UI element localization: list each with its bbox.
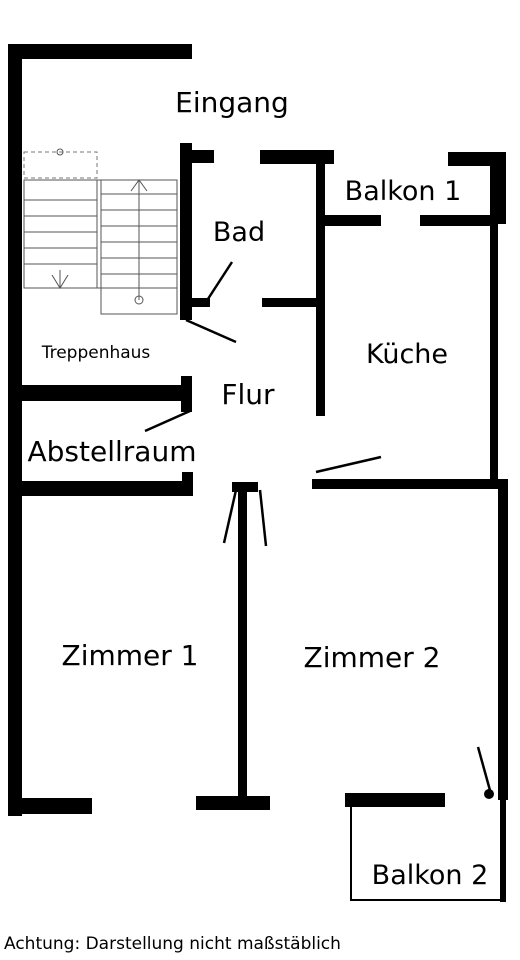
wall-bottom-middle [196, 796, 270, 810]
wall-treppenhaus-bottom [8, 385, 192, 401]
wall-bad-bottom-left [192, 298, 210, 307]
walls [8, 44, 508, 902]
wall-bad-top-right [260, 150, 334, 164]
wall-kueche-bottom [312, 479, 502, 489]
door-zimmer1 [222, 489, 238, 544]
balkon2-border [350, 806, 505, 901]
wall-top-left [8, 44, 192, 59]
wall-zimmer-divider [238, 484, 247, 802]
balkon2-outline [350, 806, 505, 901]
door-balkon2-hinge [484, 789, 494, 799]
door-abstellraum [144, 409, 191, 433]
label-balkon2: Balkon 2 [372, 860, 489, 891]
wall-right-balkon2 [500, 800, 506, 902]
wall-kueche-top-right [420, 215, 496, 226]
wall-zimmer-divider-cap [232, 482, 258, 492]
wall-balkon1-right [490, 152, 506, 224]
wall-bad-right [316, 150, 325, 416]
door-eingang [185, 318, 237, 344]
wall-bad-top-left [180, 150, 214, 163]
label-zimmer2: Zimmer 2 [304, 641, 441, 674]
label-balkon1: Balkon 1 [345, 176, 462, 207]
stair-arrow-right [130, 179, 148, 300]
wall-abstellraum-stub [182, 472, 193, 496]
stair-landing-top [23, 151, 98, 179]
doors [144, 261, 494, 799]
stair-arrow-left [51, 270, 69, 289]
wall-bad-bottom-right [262, 298, 320, 307]
door-kueche [315, 455, 382, 474]
wall-kueche-top-left [325, 215, 381, 226]
door-zimmer2 [258, 489, 268, 547]
wall-bad-left [180, 143, 192, 320]
wall-treppenhaus-stub [181, 376, 192, 412]
wall-bottom-right [345, 793, 445, 807]
wall-abstellraum-bottom [8, 481, 193, 496]
wall-kueche-right [490, 215, 498, 485]
room-labels: Eingang Balkon 1 Bad Küche Treppenhaus F… [28, 86, 489, 891]
label-treppenhaus: Treppenhaus [41, 343, 151, 363]
scale-note: Achtung: Darstellung nicht maßstäblich [4, 934, 341, 954]
wall-balkon1-left [316, 150, 325, 226]
wall-left [8, 44, 22, 816]
door-bad [204, 261, 234, 303]
label-zimmer1: Zimmer 1 [62, 639, 199, 672]
wall-right [498, 479, 508, 800]
label-kueche: Küche [366, 339, 448, 370]
label-bad: Bad [213, 217, 265, 248]
door-balkon2 [476, 746, 493, 795]
label-abstellraum: Abstellraum [28, 435, 197, 468]
label-eingang: Eingang [175, 86, 289, 119]
label-flur: Flur [221, 378, 275, 411]
staircase [23, 148, 178, 315]
wall-bottom-left [8, 798, 92, 814]
